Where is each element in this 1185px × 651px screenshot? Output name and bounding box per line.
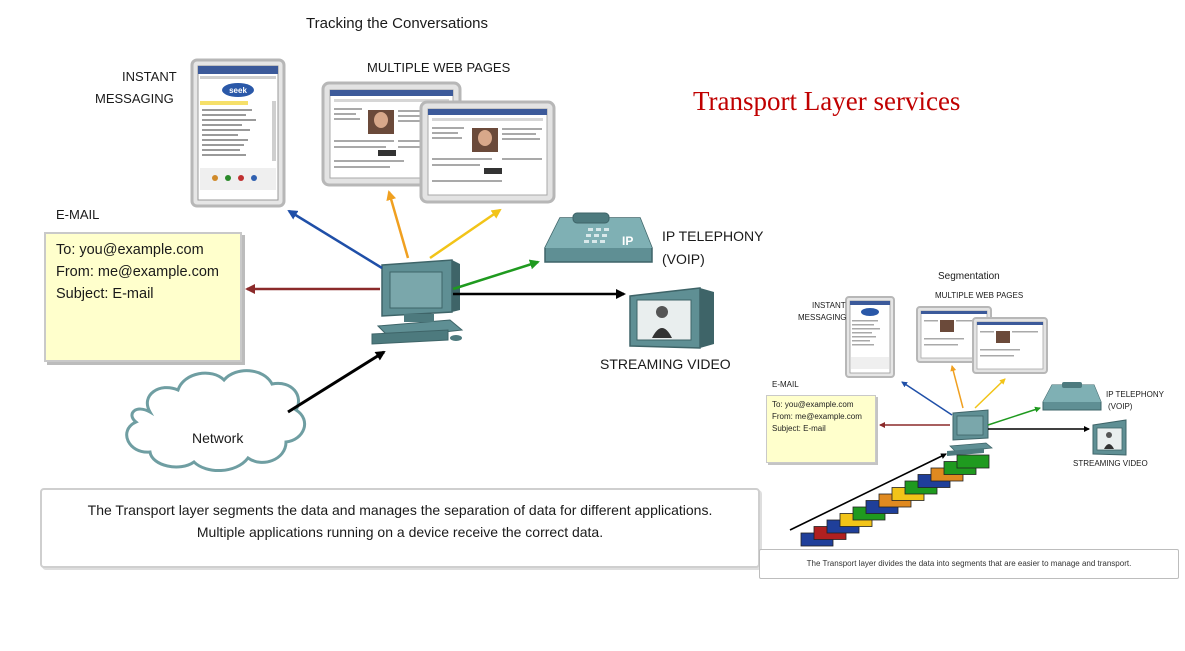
data-segments: [800, 454, 990, 547]
network-label: Network: [192, 430, 244, 446]
video-monitor-icon: [629, 287, 714, 349]
main-caption-line-2: Multiple applications running on a devic…: [196, 524, 604, 540]
main-heading: Tracking the Conversations: [306, 15, 489, 32]
email-label: E-MAIL: [56, 207, 100, 222]
seg-email-message-box: To: you@example.com From: me@example.com…: [766, 395, 876, 463]
im-label-line-1: INSTANT: [122, 69, 177, 84]
web-page-icon: [419, 100, 556, 204]
email-from: From: me@example.com: [56, 264, 219, 280]
arrow-to-voip: [452, 259, 540, 291]
seg-arrow-to-web-2: [974, 378, 1006, 409]
page-title: Transport Layer services: [693, 86, 961, 116]
arrow-from-network: [287, 350, 386, 414]
seg-video-monitor-icon: [1092, 419, 1127, 456]
seg-arrow-to-voip: [987, 406, 1041, 426]
phone-badge: IP: [622, 234, 633, 248]
seg-web-page-icon: [972, 317, 1048, 374]
seg-email-subject: Subject: E-mail: [772, 424, 826, 433]
network-cloud-icon: [125, 369, 307, 473]
seg-caption: The Transport layer divides the data int…: [806, 559, 1132, 568]
arrow-to-web-1: [386, 190, 410, 259]
voip-label-line-1: IP TELEPHONY: [662, 228, 764, 244]
email-subject: Subject: E-mail: [56, 286, 154, 302]
seg-ip-phone-icon: [1042, 382, 1102, 411]
im-label-line-2: MESSAGING: [95, 91, 174, 106]
im-brand-text: seek: [229, 86, 247, 95]
seg-email-label: E-MAIL: [772, 380, 799, 389]
seg-voip-label-line-1: IP TELEPHONY: [1106, 390, 1164, 399]
im-window-icon: seek: [190, 58, 286, 208]
arrow-to-im: [287, 209, 383, 270]
seg-arrow-to-im: [901, 381, 953, 416]
seg-arrow-from-stream: [789, 453, 947, 531]
seg-im-label-line-1: INSTANT: [812, 301, 846, 310]
main-caption-box: The Transport layer segments the data an…: [40, 488, 760, 568]
seg-email-to: To: you@example.com: [772, 400, 854, 409]
seg-arrow-to-web-1: [950, 365, 964, 409]
data-segment: [956, 454, 990, 469]
seg-desktop-computer-icon: [947, 409, 993, 456]
seg-im-label-line-2: MESSAGING: [798, 313, 847, 322]
seg-caption-box: The Transport layer divides the data int…: [759, 549, 1179, 579]
main-caption-line-1: The Transport layer segments the data an…: [87, 502, 713, 518]
seg-voip-label-line-2: (VOIP): [1108, 402, 1133, 411]
seg-email-from: From: me@example.com: [772, 412, 862, 421]
desktop-computer-icon: [371, 259, 464, 345]
seg-streaming-video-label: STREAMING VIDEO: [1073, 459, 1148, 468]
seg-heading: Segmentation: [938, 271, 1000, 282]
arrow-to-web-2: [429, 208, 502, 260]
seg-im-window-icon: [845, 296, 895, 378]
email-message-box: To: you@example.com From: me@example.com…: [44, 232, 242, 362]
voip-label-line-2: (VOIP): [662, 251, 705, 267]
seg-web-pages-label: MULTIPLE WEB PAGES: [935, 291, 1024, 300]
web-pages-label: MULTIPLE WEB PAGES: [367, 60, 511, 75]
ip-phone-icon: IP: [544, 212, 653, 263]
streaming-video-label: STREAMING VIDEO: [600, 356, 731, 372]
email-to: To: you@example.com: [56, 242, 204, 258]
